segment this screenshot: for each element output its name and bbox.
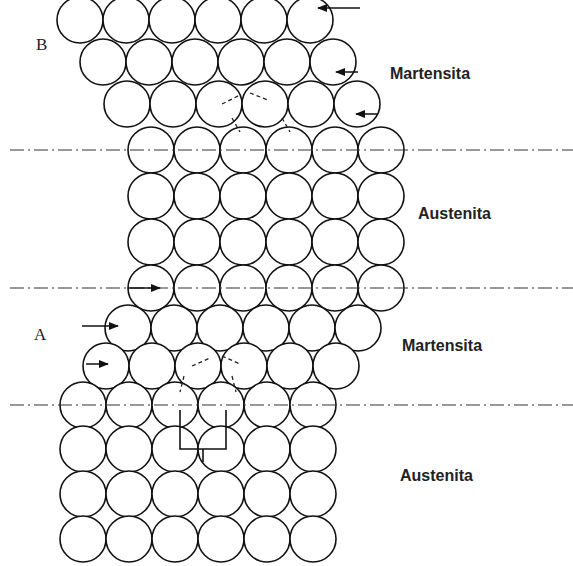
atom	[80, 39, 126, 85]
phase-label: Martensita	[388, 65, 472, 83]
atom	[358, 219, 404, 265]
atom	[312, 173, 358, 219]
atom	[266, 219, 312, 265]
atom	[60, 516, 106, 562]
phase-label: Austenita	[398, 467, 475, 485]
atom	[358, 173, 404, 219]
unit-cell-dash	[232, 118, 240, 132]
unit-cell-dash	[250, 93, 268, 100]
interface-line	[10, 404, 573, 405]
atom	[150, 81, 196, 127]
phase-label: Martensita	[400, 337, 484, 355]
shear-arrow	[82, 325, 118, 327]
atom	[264, 39, 310, 85]
atom	[60, 471, 106, 517]
atom	[106, 471, 152, 517]
atom	[267, 343, 313, 389]
atom	[198, 516, 244, 562]
atom	[174, 219, 220, 265]
atom	[152, 516, 198, 562]
unit-cell-dash	[180, 376, 184, 392]
atom	[312, 219, 358, 265]
atom	[242, 81, 288, 127]
atom	[83, 343, 129, 389]
unit-cell-dash	[282, 118, 290, 132]
atom	[128, 173, 174, 219]
unit-cell-dash	[232, 376, 236, 392]
unit-cell	[180, 410, 226, 462]
atom	[310, 39, 356, 85]
shear-arrow	[128, 287, 160, 289]
phase-label: Austenita	[416, 205, 493, 223]
atom	[287, 0, 333, 43]
atom	[60, 426, 106, 472]
shear-arrow	[318, 7, 360, 9]
interface-line	[10, 287, 573, 288]
shear-arrow	[86, 363, 108, 365]
atom	[106, 516, 152, 562]
unit-cell-dash	[192, 358, 210, 366]
atom	[152, 471, 198, 517]
atom	[241, 0, 287, 43]
atoms	[57, 0, 404, 562]
atom	[126, 39, 172, 85]
atom	[221, 343, 267, 389]
atom	[106, 426, 152, 472]
atom	[244, 516, 290, 562]
atom	[129, 343, 175, 389]
atom	[244, 471, 290, 517]
atom	[198, 471, 244, 517]
shear-arrow	[356, 113, 378, 115]
atom	[104, 81, 150, 127]
atom	[174, 173, 220, 219]
atom	[149, 0, 195, 43]
atom	[313, 343, 359, 389]
atom	[128, 219, 174, 265]
atom	[196, 81, 242, 127]
atom	[290, 426, 336, 472]
atom	[220, 219, 266, 265]
unit-cell-dash	[222, 356, 240, 364]
atom	[244, 426, 290, 472]
shear-arrow	[336, 71, 358, 73]
region-letter: B	[34, 36, 49, 55]
atom	[57, 0, 103, 43]
atom	[175, 343, 221, 389]
atom	[218, 39, 264, 85]
atom	[266, 173, 312, 219]
atom	[195, 0, 241, 43]
atom	[220, 173, 266, 219]
unit-cell-dash	[222, 95, 240, 104]
region-letter: A	[32, 326, 48, 345]
atom	[290, 516, 336, 562]
atom	[288, 81, 334, 127]
interface-line	[10, 149, 573, 150]
atom	[334, 81, 380, 127]
atom	[103, 0, 149, 43]
atom	[290, 471, 336, 517]
atom	[172, 39, 218, 85]
